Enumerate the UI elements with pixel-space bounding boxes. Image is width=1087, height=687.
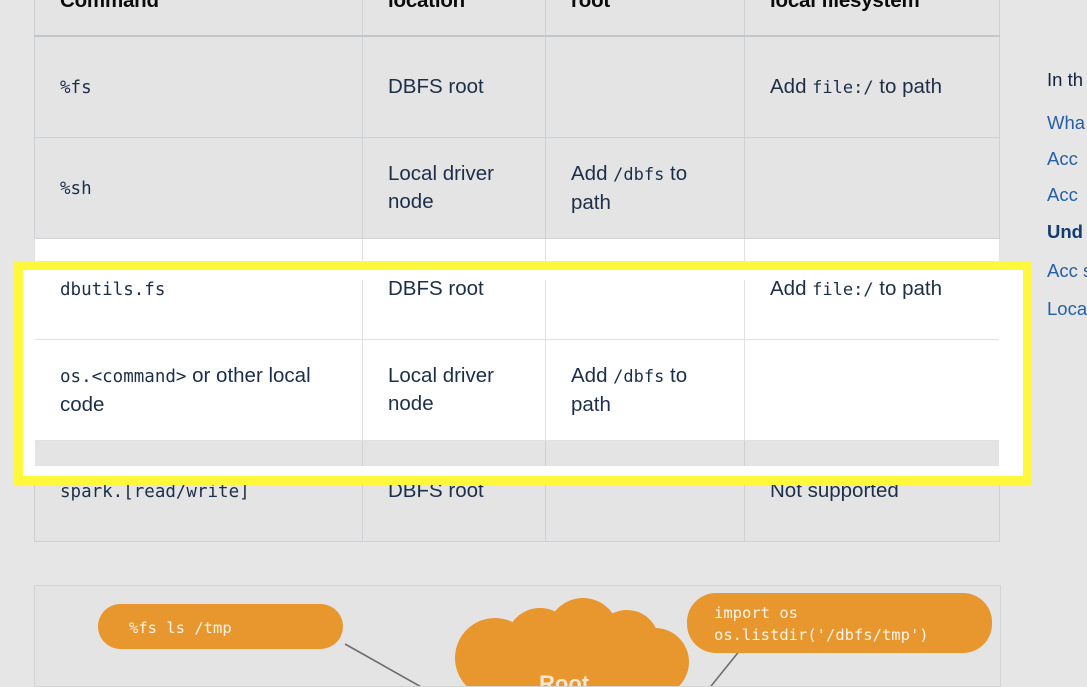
- table-header: Command location root local filesystem: [34, 0, 1000, 37]
- command-code: dbutils.fs: [60, 279, 166, 300]
- cell-command: %fs: [34, 35, 363, 138]
- cell-local-filesystem: [744, 339, 1000, 441]
- pill-left: %fs ls /tmp: [98, 604, 343, 649]
- cell-local-filesystem: Add file:/ to path: [744, 238, 1000, 340]
- column-header-command: Command: [34, 0, 363, 37]
- toc-link-1[interactable]: Acc: [1047, 148, 1078, 169]
- table-row: spark.[read/write] DBFS root Not supported: [34, 440, 1000, 542]
- cell-local-filesystem: Add file:/ to path: [744, 35, 1000, 138]
- command-code: %sh: [60, 178, 92, 199]
- command-code: spark.[read/write]: [60, 481, 250, 502]
- toc-link-4[interactable]: Acc stor: [1047, 260, 1087, 281]
- root-path-code: /dbfs: [613, 366, 665, 387]
- highlight-mask-right: [999, 270, 1023, 476]
- highlight-mask-left: [23, 270, 35, 476]
- local-path-code: file:/: [812, 77, 874, 98]
- column-header-root: root: [545, 0, 745, 37]
- pill-right-text-line1: import os: [714, 604, 798, 622]
- highlight-mask-top: [23, 270, 1023, 280]
- local-path-code: file:/: [812, 279, 874, 300]
- command-code: %fs: [60, 77, 92, 98]
- column-header-location: location: [362, 0, 546, 37]
- highlight-mask-bottom: [23, 466, 1023, 476]
- cell-command: os.<command> or other local code: [34, 339, 363, 441]
- connector-left: [344, 643, 422, 686]
- cell-location: DBFS root: [362, 440, 546, 542]
- toc-intro-text: In th: [1047, 70, 1083, 90]
- table-header-row: Command location root local filesystem: [34, 0, 1000, 37]
- cloud-shape: Root: [455, 598, 689, 686]
- cell-root: Add /dbfs to path: [545, 137, 745, 239]
- column-header-local-filesystem: local filesystem: [744, 0, 1000, 37]
- cell-command: dbutils.fs: [34, 238, 363, 340]
- toc-link-0[interactable]: Wha: [1047, 112, 1086, 133]
- table-row: %fs DBFS root Add file:/ to path: [34, 35, 1000, 138]
- cell-location: DBFS root: [362, 35, 546, 138]
- command-comparison-table: Command location root local filesystem %…: [34, 0, 1000, 542]
- cell-location: DBFS root: [362, 238, 546, 340]
- pill-right-text-line2: os.listdir('/dbfs/tmp'): [714, 626, 929, 644]
- cell-location: Local driver node: [362, 339, 546, 441]
- cell-root: [545, 440, 745, 542]
- toc-link-5[interactable]: Loca: [1047, 298, 1087, 319]
- cell-local-filesystem: [744, 137, 1000, 239]
- cell-local-filesystem: Not supported: [744, 440, 1000, 542]
- cell-root: [545, 35, 745, 138]
- cell-root: [545, 238, 745, 340]
- pill-left-text: %fs ls /tmp: [129, 619, 232, 637]
- cell-command: spark.[read/write]: [34, 440, 363, 542]
- pill-right: import os os.listdir('/dbfs/tmp'): [687, 593, 992, 653]
- cell-command: %sh: [34, 137, 363, 239]
- toc-link-2[interactable]: Acc: [1047, 184, 1078, 205]
- root-path-code: /dbfs: [613, 164, 665, 185]
- cloud-label: Root: [539, 671, 590, 686]
- table-row: dbutils.fs DBFS root Add file:/ to path: [34, 238, 1000, 340]
- cell-location: Local driver node: [362, 137, 546, 239]
- cell-root: Add /dbfs to path: [545, 339, 745, 441]
- command-code: os.<command>: [60, 366, 187, 387]
- dbfs-root-diagram: Root %fs ls /tmp import os os.listdir('/…: [34, 585, 1001, 687]
- toc-link-3[interactable]: Und exan: [1047, 221, 1087, 242]
